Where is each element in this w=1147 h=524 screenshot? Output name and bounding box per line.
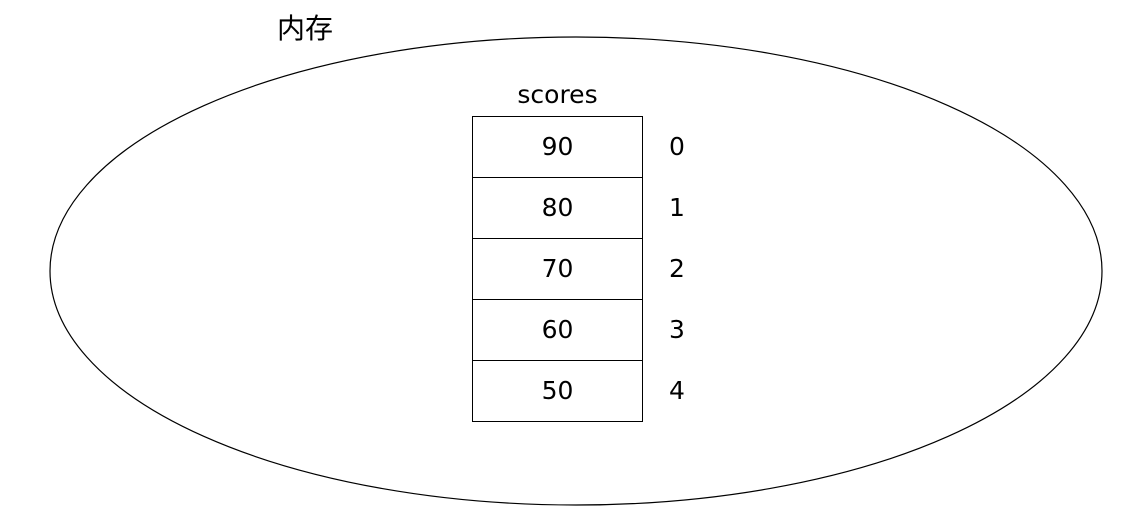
- memory-label: 内存: [277, 12, 334, 45]
- array-name-label: scores: [517, 80, 598, 109]
- array-cell-value: 70: [541, 254, 574, 283]
- array-cell-value: 80: [541, 193, 574, 222]
- array-cell-row: 50 4: [473, 361, 685, 421]
- array-cell-row: 60 3: [473, 300, 685, 361]
- array-cell-row: 80 1: [473, 178, 685, 239]
- array-cell-value: 50: [541, 376, 574, 405]
- array-cell-row: 70 2: [473, 239, 685, 300]
- array-cell-index: 0: [669, 132, 685, 161]
- array-cell-value: 60: [541, 315, 574, 344]
- array-cells-table: 90 0 80 1 70 2 60 3 50 4: [472, 116, 685, 422]
- array-cell-index: 3: [669, 315, 685, 344]
- array-cell-index: 2: [669, 254, 685, 283]
- array-cell-row: 90 0: [473, 117, 685, 178]
- array-cell-index: 4: [669, 376, 685, 405]
- array-cell-index: 1: [669, 193, 685, 222]
- array-cell-value: 90: [541, 132, 574, 161]
- scores-array: scores 90 0 80 1 70 2 60 3 50 4: [472, 80, 685, 422]
